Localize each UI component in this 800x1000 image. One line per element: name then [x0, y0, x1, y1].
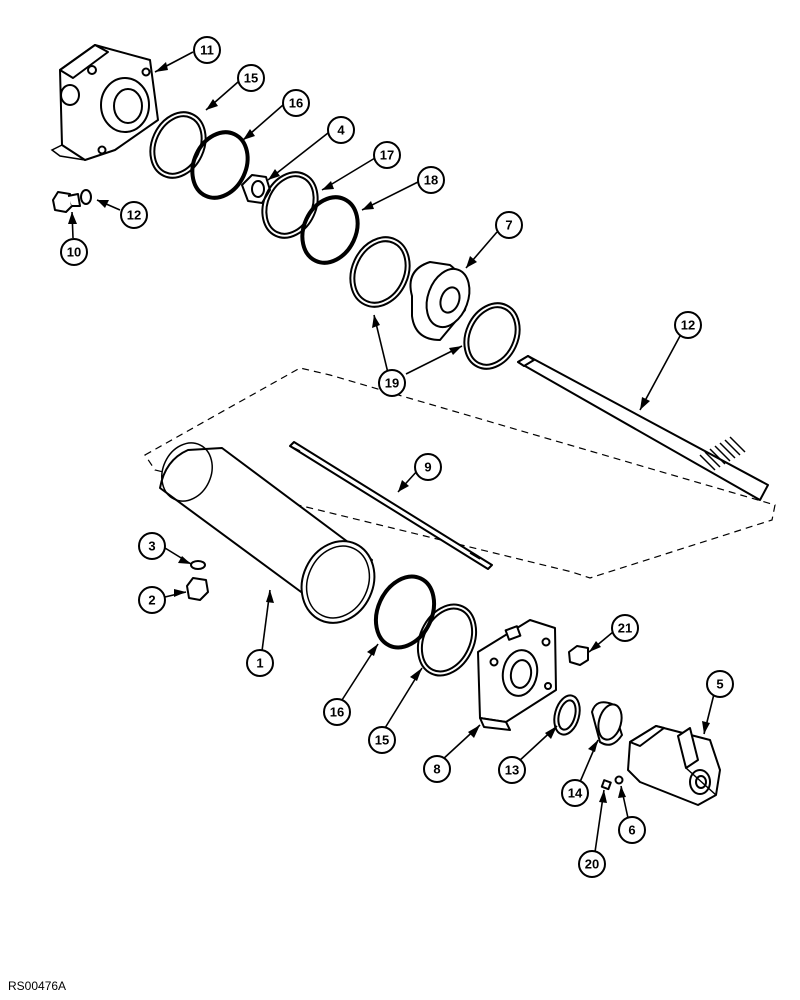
callout-5: 5 — [706, 670, 734, 698]
part-18-o-ring — [300, 195, 360, 265]
callout-15-upper-label: 15 — [244, 71, 258, 86]
part-15-backup-ring-lower — [416, 603, 478, 677]
callout-16-upper: 16 — [282, 89, 310, 117]
callout-13: 13 — [498, 756, 526, 784]
callout-13-label: 13 — [505, 763, 519, 778]
part-3-seal-washer — [190, 560, 206, 570]
callout-2-label: 2 — [148, 593, 155, 608]
callout-16-upper-label: 16 — [289, 96, 303, 111]
callout-7: 7 — [495, 211, 523, 239]
callout-12-upper-label: 12 — [127, 208, 141, 223]
part-4-nut — [241, 174, 271, 204]
callout-1-label: 1 — [256, 656, 263, 671]
callout-19-label: 19 — [385, 376, 399, 391]
part-19-wear-ring-right — [463, 302, 521, 370]
callout-15-upper: 15 — [237, 64, 265, 92]
callout-12-rod-label: 12 — [681, 318, 695, 333]
part-12-piston-rod — [517, 355, 769, 501]
callout-11-label: 11 — [200, 43, 214, 58]
part-19-wear-ring-left — [349, 236, 411, 308]
callout-21-label: 21 — [618, 621, 632, 636]
callout-8-label: 8 — [433, 762, 440, 777]
callout-3: 3 — [138, 532, 166, 560]
part-9-tie-rod — [289, 441, 493, 570]
callout-20-label: 20 — [585, 857, 599, 872]
part-1-barrel — [159, 442, 376, 624]
callout-9: 9 — [414, 453, 442, 481]
part-16-o-ring-lower — [373, 574, 437, 650]
part-6-ball — [614, 775, 624, 785]
callout-14-label: 14 — [568, 786, 583, 801]
callout-8: 8 — [423, 755, 451, 783]
callout-3-label: 3 — [148, 539, 155, 554]
callout-4-label: 4 — [337, 123, 345, 138]
callout-17-label: 17 — [380, 148, 394, 163]
callout-16-lower-label: 16 — [330, 705, 344, 720]
part-7-piston — [409, 261, 471, 341]
part-14-bushing — [591, 701, 623, 746]
callout-20: 20 — [578, 850, 606, 878]
part-2-plug — [186, 577, 209, 601]
part-10-plug — [52, 191, 81, 213]
callout-4: 4 — [327, 116, 355, 144]
part-5-rod-clevis — [627, 725, 721, 806]
callout-14: 14 — [561, 779, 589, 807]
callout-11: 11 — [193, 36, 221, 64]
callout-15-lower: 15 — [368, 726, 396, 754]
callout-19: 19 — [378, 369, 406, 397]
part-20-set-screw — [600, 779, 612, 791]
callout-9-label: 9 — [424, 460, 431, 475]
callout-16-lower: 16 — [323, 698, 351, 726]
callout-15-lower-label: 15 — [375, 733, 389, 748]
callout-6-label: 6 — [628, 823, 635, 838]
callout-1: 1 — [246, 649, 274, 677]
part-8-end-cap-lower — [477, 619, 557, 731]
callout-10: 10 — [60, 238, 88, 266]
assembly-group-outline — [144, 367, 776, 579]
part-13-wiper — [553, 694, 581, 736]
part-21-nut — [568, 645, 589, 666]
callout-18: 18 — [417, 166, 445, 194]
callout-6: 6 — [618, 816, 646, 844]
callout-12-rod: 12 — [674, 311, 702, 339]
part-12-seal-washer — [80, 189, 92, 205]
callout-5-label: 5 — [716, 677, 723, 692]
callout-12-upper: 12 — [120, 201, 148, 229]
callout-18-label: 18 — [424, 173, 438, 188]
part-16-o-ring-upper — [190, 130, 250, 200]
leader-arrowheads — [68, 62, 710, 803]
callout-10-label: 10 — [67, 245, 81, 260]
callout-21: 21 — [611, 614, 639, 642]
callout-7-label: 7 — [505, 218, 512, 233]
part-11-end-cap — [50, 44, 159, 161]
callout-2: 2 — [138, 586, 166, 614]
drawing-code: RS00476A — [8, 979, 66, 993]
callout-17: 17 — [373, 141, 401, 169]
